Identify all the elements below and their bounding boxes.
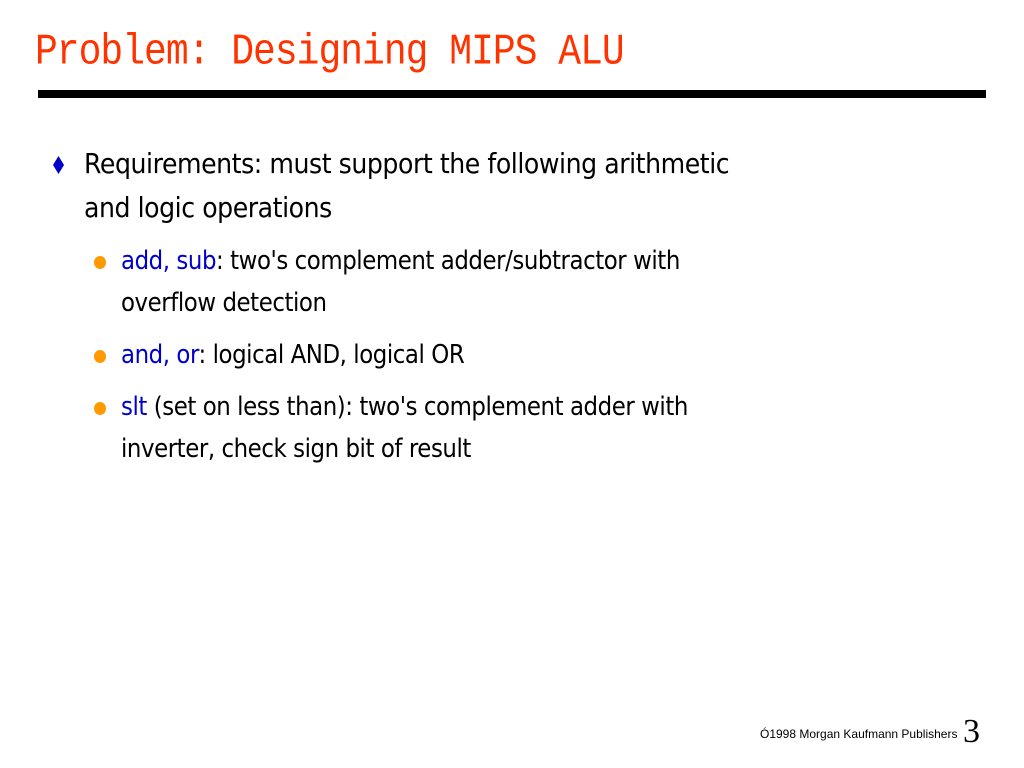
copyright-footer: Ó1998 Morgan Kaufmann Publishers — [760, 727, 958, 741]
dot-bullet-icon — [94, 256, 106, 269]
keyword-slt: slt — [121, 392, 147, 422]
dot-bullet-icon — [94, 350, 106, 363]
keyword-add-sub: add, sub — [121, 246, 217, 276]
main-bullet-line1: Requirements: must support the following… — [84, 147, 730, 180]
dot-bullet-icon — [94, 402, 106, 415]
sub-bullet-text-cont: overflow detection — [121, 288, 327, 318]
sub-bullet-add-sub: add, sub: two's complement adder/subtrac… — [121, 240, 755, 324]
sub-bullet-text: (set on less than): two's complement add… — [146, 392, 689, 422]
sub-bullet-text-cont: inverter, check sign bit of result — [121, 434, 471, 464]
sub-bullet-text: : logical AND, logical OR — [198, 340, 465, 370]
main-bullet-line2: and logic operations — [84, 191, 332, 224]
sub-bullet-and-or: and, or: logical AND, logical OR — [121, 334, 755, 376]
sub-bullet-text: : two's complement adder/subtractor with — [216, 246, 680, 276]
diamond-bullet-icon — [53, 156, 64, 174]
page-number: 3 — [963, 713, 980, 750]
title-divider — [38, 90, 986, 98]
sub-bullet-slt: slt (set on less than): two's complement… — [121, 386, 755, 470]
main-bullet-text: Requirements: must support the following… — [84, 142, 768, 230]
keyword-and-or: and, or — [121, 340, 199, 370]
slide-title: Problem: Designing MIPS ALU — [35, 28, 625, 78]
